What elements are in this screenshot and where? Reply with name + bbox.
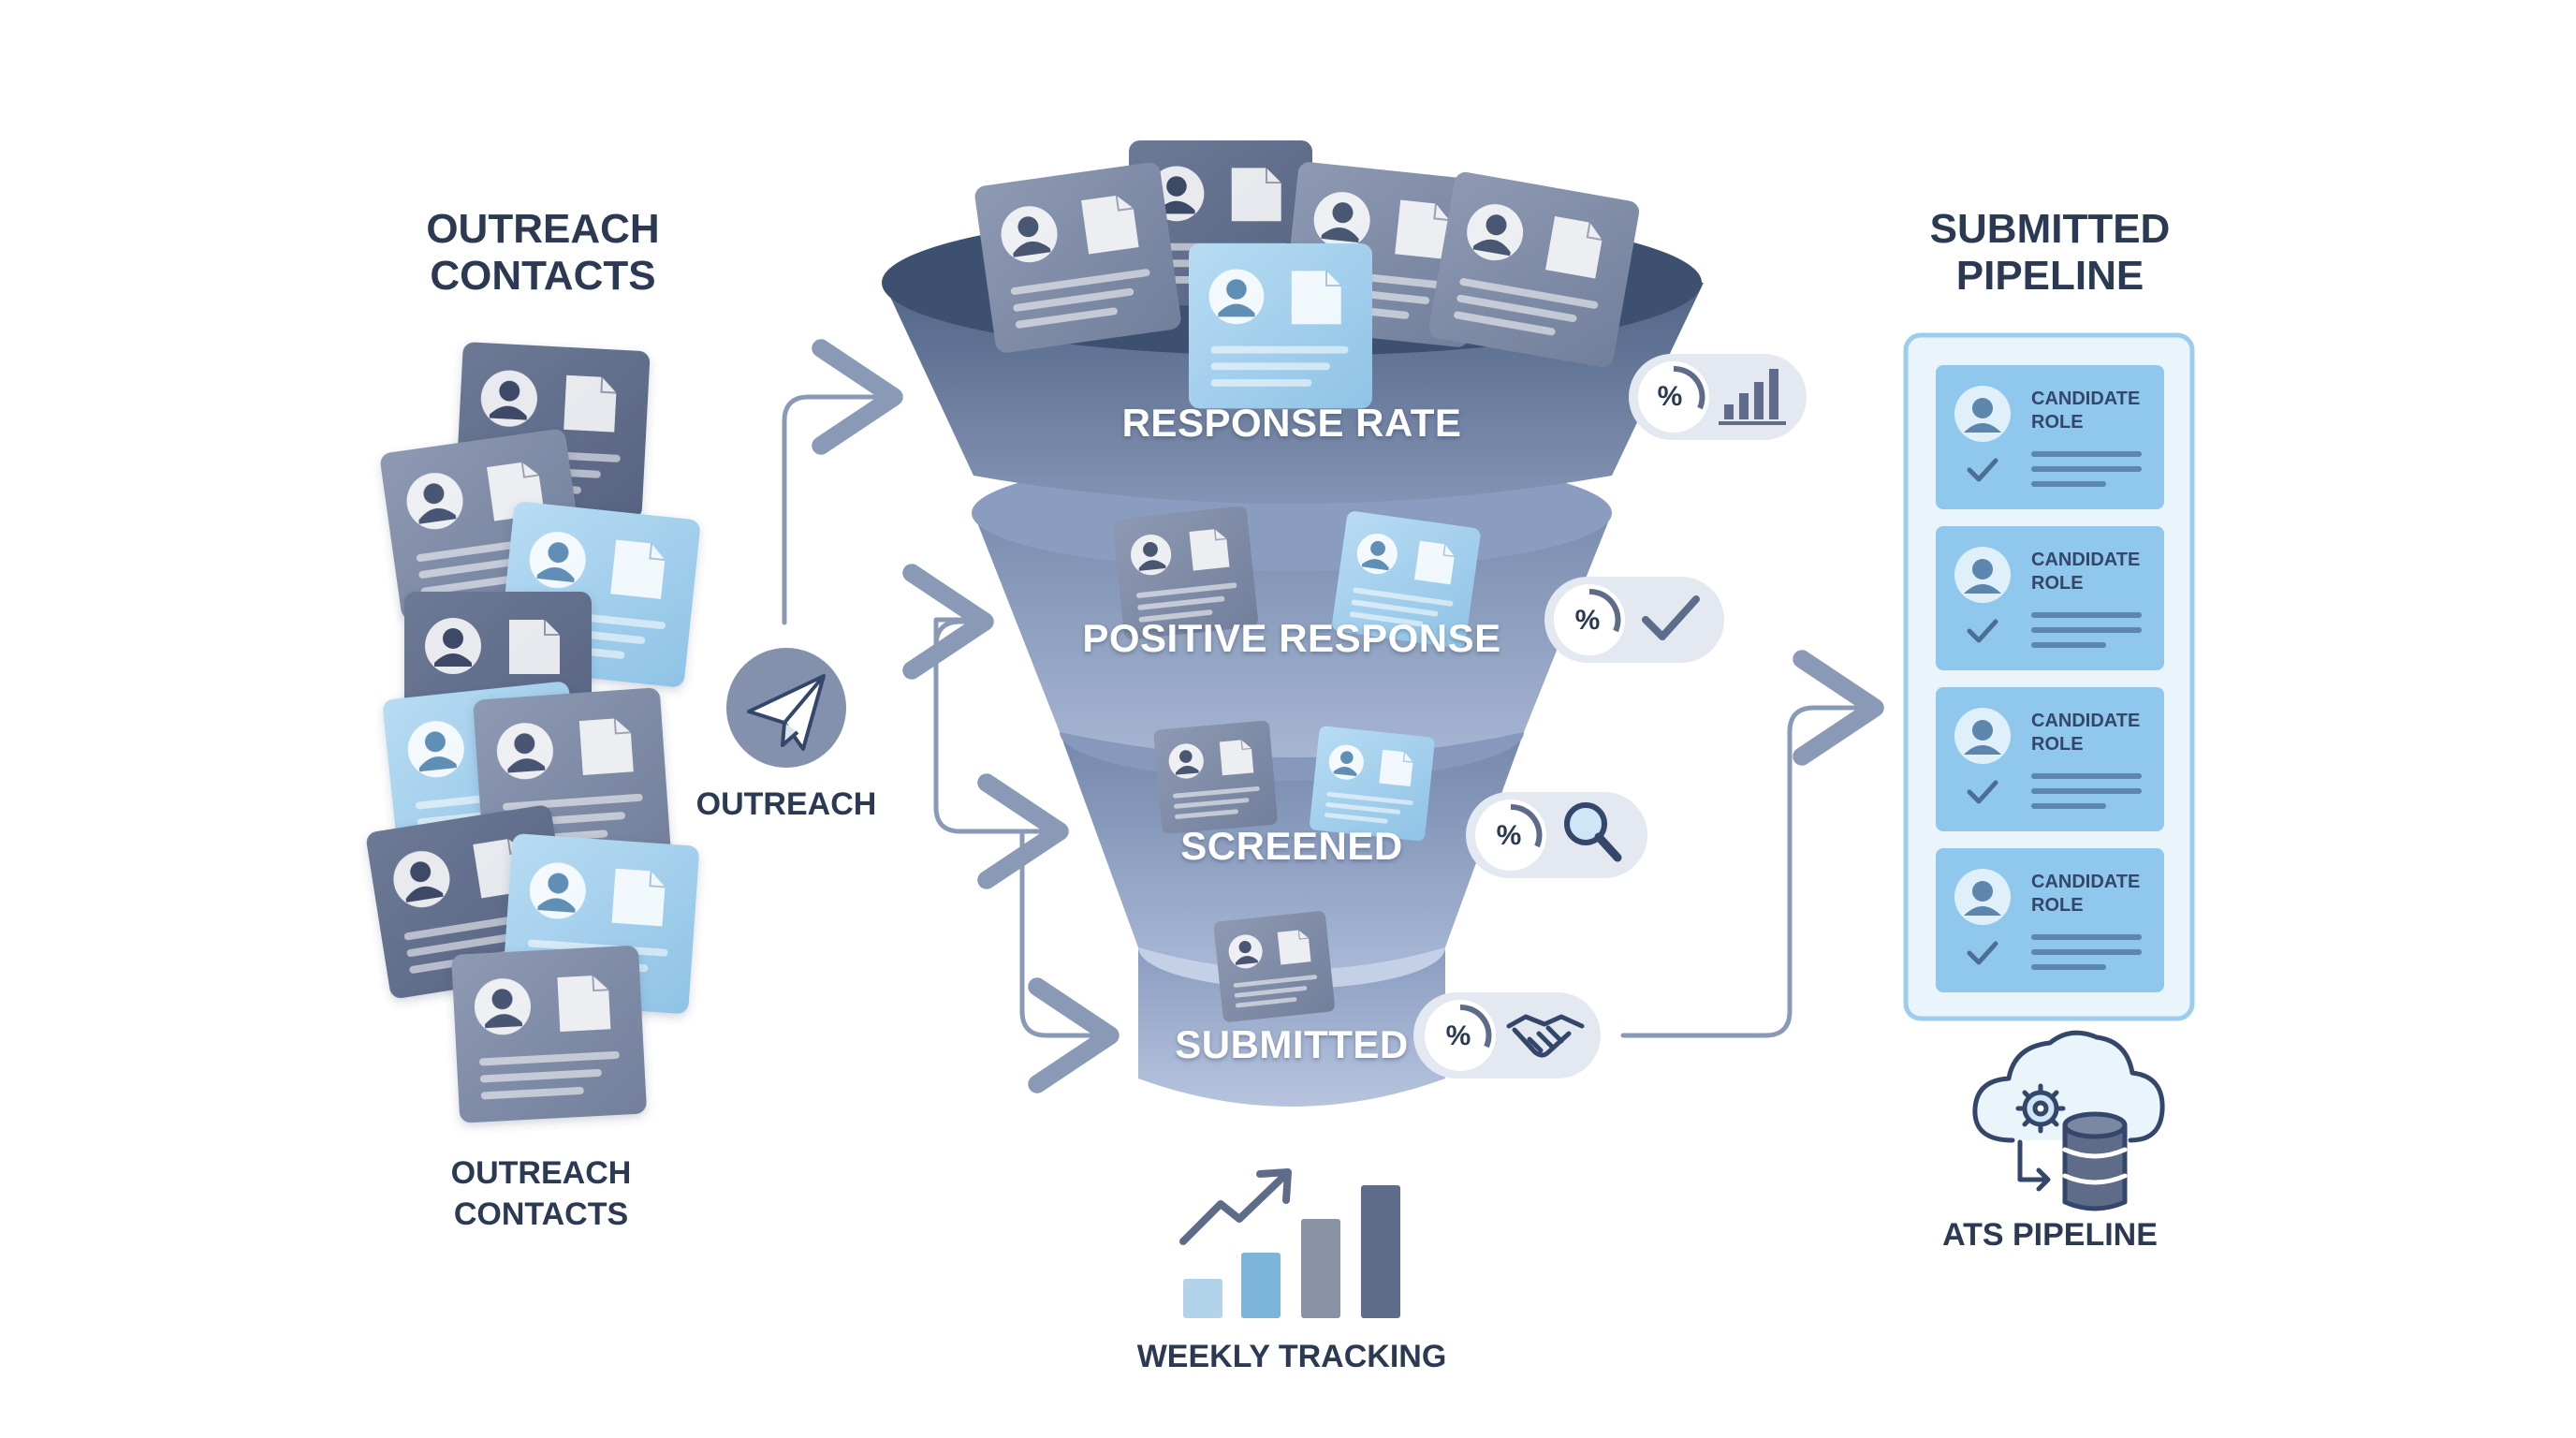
outreach-contacts-title: OUTREACH CONTACTS <box>426 206 660 300</box>
checkmark-icon <box>1642 595 1700 640</box>
arrow-submitted-to-pipeline <box>1620 650 1884 1038</box>
arrow-to-positive-response <box>902 564 994 680</box>
submitted-pipeline-panel <box>1903 332 2195 1021</box>
outreach-contacts-caption: OUTREACH CONTACTS <box>450 1155 632 1232</box>
pipeline-slot <box>1936 526 2164 670</box>
contact-card <box>1426 169 1642 370</box>
contact-card <box>973 160 1184 356</box>
arrow-to-screened <box>933 643 1069 889</box>
badge-percent: % <box>1658 381 1683 412</box>
percent-gauge-icon <box>1510 803 1543 848</box>
flow-arrows <box>782 339 1884 1093</box>
contact-card <box>1188 242 1373 410</box>
stage-badge-submitted: % <box>1413 992 1601 1078</box>
percent-gauge-icon <box>1673 365 1705 410</box>
stage-label-submitted: SUBMITTED <box>1175 1022 1409 1066</box>
pipeline-slot-text: CANDIDATE ROLE <box>2031 550 2141 594</box>
stage-label-screened: SCREENED <box>1180 824 1403 868</box>
pipeline-slot <box>1936 687 2164 831</box>
weekly-tracking-label: WEEKLY TRACKING <box>1136 1339 1447 1374</box>
handshake-icon <box>1506 1014 1585 1058</box>
paper-plane-icon <box>726 648 846 768</box>
outreach-contacts-stack <box>364 341 702 1124</box>
stage-badge-screened: % <box>1466 792 1647 878</box>
stage-badge-response-rate: % <box>1629 354 1807 440</box>
arrow-to-submitted <box>1019 829 1120 1093</box>
ats-pipeline-label: ATS PIPELINE <box>1942 1217 2158 1253</box>
funnel <box>882 139 1704 1107</box>
pipeline-slot-text: CANDIDATE ROLE <box>2031 711 2141 755</box>
contact-card <box>1152 719 1279 835</box>
stage-label-positive-response: POSITIVE RESPONSE <box>1082 616 1501 660</box>
bar-chart-icon <box>1719 369 1786 425</box>
cloud-database-icon <box>1972 1030 2165 1211</box>
pipeline-slot <box>1936 365 2164 509</box>
funnel-stage-submitted <box>1138 947 1445 1107</box>
pipeline-slot <box>1936 848 2164 992</box>
submitted-pipeline-title: SUBMITTED PIPELINE <box>1929 206 2171 300</box>
badge-percent: % <box>1497 820 1522 851</box>
pipeline-slot-text: CANDIDATE ROLE <box>2031 389 2141 433</box>
percent-gauge-icon <box>1459 1004 1492 1049</box>
badge-percent: % <box>1446 1020 1471 1051</box>
growth-chart-icon <box>1179 1168 1400 1318</box>
checkmark-icon <box>1967 458 1998 482</box>
outreach-label: OUTREACH <box>695 786 877 822</box>
stage-label-response-rate: RESPONSE RATE <box>1121 401 1462 445</box>
checkmark-icon <box>1967 619 1998 643</box>
arrow-outreach-to-funnel <box>782 339 903 625</box>
checkmark-icon <box>1967 941 1998 965</box>
contact-card <box>450 944 649 1124</box>
pipeline-slot-text: CANDIDATE ROLE <box>2031 872 2141 916</box>
checkmark-icon <box>1967 780 1998 804</box>
contact-card <box>1212 909 1337 1024</box>
percent-gauge-icon <box>1588 588 1621 633</box>
magnifier-icon <box>1564 802 1622 862</box>
badge-percent: % <box>1575 605 1601 636</box>
stage-badge-positive-response: % <box>1544 577 1724 663</box>
